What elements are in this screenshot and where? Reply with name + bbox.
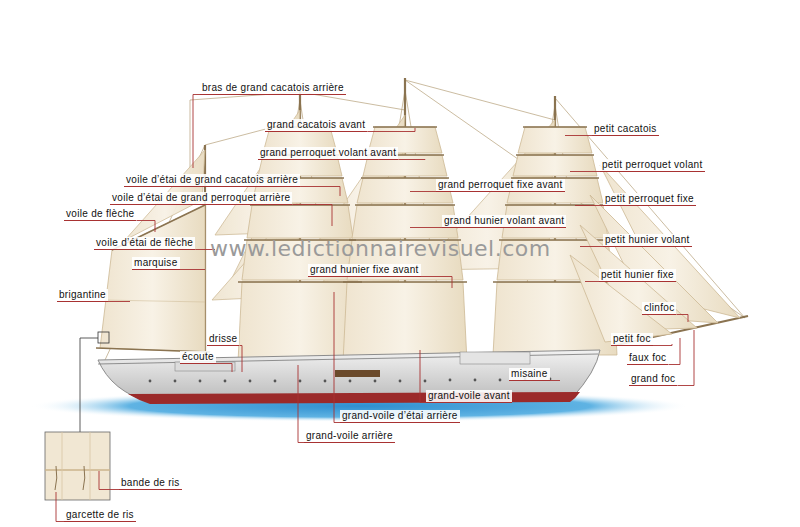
leader-line bbox=[292, 205, 332, 227]
leader-line bbox=[193, 95, 200, 169]
watermark: www.ledictionnairevisuel.com bbox=[210, 236, 551, 262]
part-label: garcette de ris bbox=[64, 509, 136, 522]
leader-line bbox=[239, 346, 242, 373]
part-label: bras de grand cacatois arrière bbox=[200, 82, 346, 95]
leader-line bbox=[180, 269, 205, 270]
part-label: drisse bbox=[207, 333, 239, 346]
part-label: grand hunier volant avant bbox=[442, 215, 566, 228]
leader-line bbox=[676, 315, 688, 323]
part-label: grand-voile avant bbox=[426, 390, 512, 403]
part-label: grand hunier fixe avant bbox=[308, 264, 421, 277]
part-label: grand foc bbox=[629, 373, 677, 386]
detail-inset bbox=[45, 332, 110, 500]
part-label: grand cacatois avant bbox=[265, 119, 367, 132]
part-label: clinfoc bbox=[642, 302, 676, 315]
leader-line bbox=[410, 227, 442, 228]
leader-line bbox=[565, 135, 592, 136]
part-label: petit hunier fixe bbox=[599, 269, 676, 282]
leader-line bbox=[570, 171, 600, 172]
leader-line bbox=[410, 191, 436, 192]
part-label: grand-voile arrière bbox=[304, 430, 395, 443]
part-label: petit perroquet fixe bbox=[603, 193, 696, 206]
part-label: voile d’étai de grand perroquet arrière bbox=[110, 192, 292, 205]
leader-line bbox=[216, 364, 232, 373]
brigantine-sail bbox=[96, 205, 210, 352]
sea bbox=[30, 390, 690, 422]
leader-line bbox=[398, 159, 425, 161]
part-label: grand perroquet volant avant bbox=[258, 147, 398, 160]
hull bbox=[98, 350, 600, 404]
leader-line bbox=[550, 380, 560, 381]
leader-line bbox=[668, 338, 680, 365]
leader-line bbox=[56, 492, 64, 522]
part-label: bande de ris bbox=[119, 477, 182, 490]
part-label: grand perroquet fixe avant bbox=[436, 179, 565, 192]
part-label: petit foc bbox=[611, 333, 653, 346]
leader-line bbox=[136, 221, 155, 233]
leader-line bbox=[367, 128, 415, 132]
leader-line bbox=[677, 330, 694, 386]
part-label: voile d’étai de grand cacatois arrière bbox=[124, 174, 300, 187]
leader-line bbox=[421, 277, 452, 289]
part-label: misaine bbox=[509, 368, 550, 381]
part-label: marquise bbox=[132, 257, 180, 270]
leader-line bbox=[334, 292, 340, 423]
leader-line bbox=[99, 471, 119, 490]
part-label: faux foc bbox=[627, 352, 668, 365]
leader-line bbox=[108, 301, 130, 302]
part-label: voile d’étai de flèche bbox=[94, 237, 195, 250]
masts bbox=[205, 78, 748, 372]
part-label: petit hunier volant bbox=[603, 234, 692, 247]
leader-line bbox=[580, 246, 603, 247]
leader-line bbox=[653, 344, 672, 346]
leader-line bbox=[575, 205, 603, 206]
jibs bbox=[570, 165, 740, 342]
part-label: brigantine bbox=[57, 289, 108, 302]
part-label: petit perroquet volant bbox=[600, 159, 705, 172]
leader-line bbox=[585, 281, 599, 282]
part-label: petit cacatois bbox=[592, 123, 659, 136]
part-label: voile de flèche bbox=[64, 208, 136, 221]
leader-line bbox=[300, 187, 340, 197]
part-label: écoute bbox=[180, 351, 216, 364]
part-label: grand-voile d’étai arrière bbox=[340, 410, 460, 423]
